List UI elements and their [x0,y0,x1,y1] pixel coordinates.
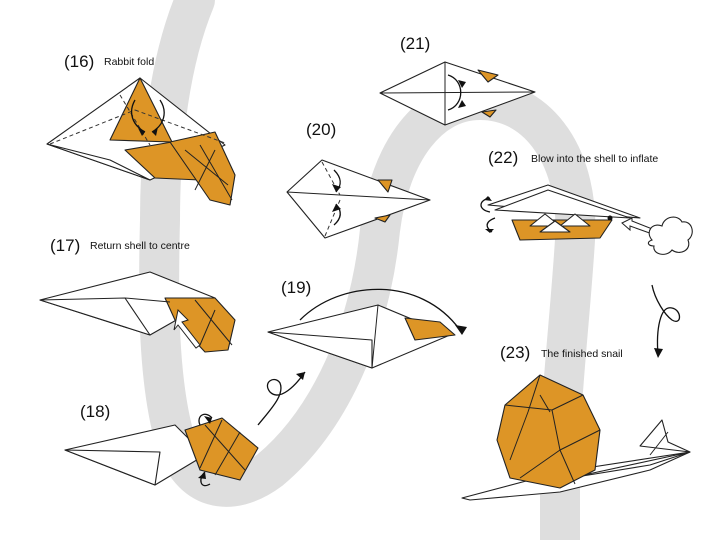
step-22-figure [480,184,641,241]
step-19-figure [267,288,467,369]
step-19-number: (19) [281,278,312,297]
step-18-number: (18) [80,402,111,421]
step-23-caption: The finished snail [541,348,623,360]
step-21-number: (21) [400,34,431,53]
step-16-figure [46,77,236,206]
step-16-caption: Rabbit fold [104,56,155,68]
step-22-number: (22) [488,148,519,167]
turn-over-icon [257,371,306,426]
step-22-caption: Blow into the shell to inflate [531,153,659,165]
step-17-number: (17) [50,236,81,255]
step-21-figure [379,61,536,126]
blow-cloud-icon [647,216,693,255]
step-17-caption: Return shell to centre [90,240,190,252]
fold-arrow-icon [651,284,681,358]
step-20-number: (20) [306,120,337,139]
step-20-figure [286,159,431,239]
step-18-figure [64,413,259,487]
step-16-number: (16) [64,52,95,71]
step-23-number: (23) [500,343,531,362]
step-17-figure [39,271,236,353]
step-23-figure [461,374,691,501]
